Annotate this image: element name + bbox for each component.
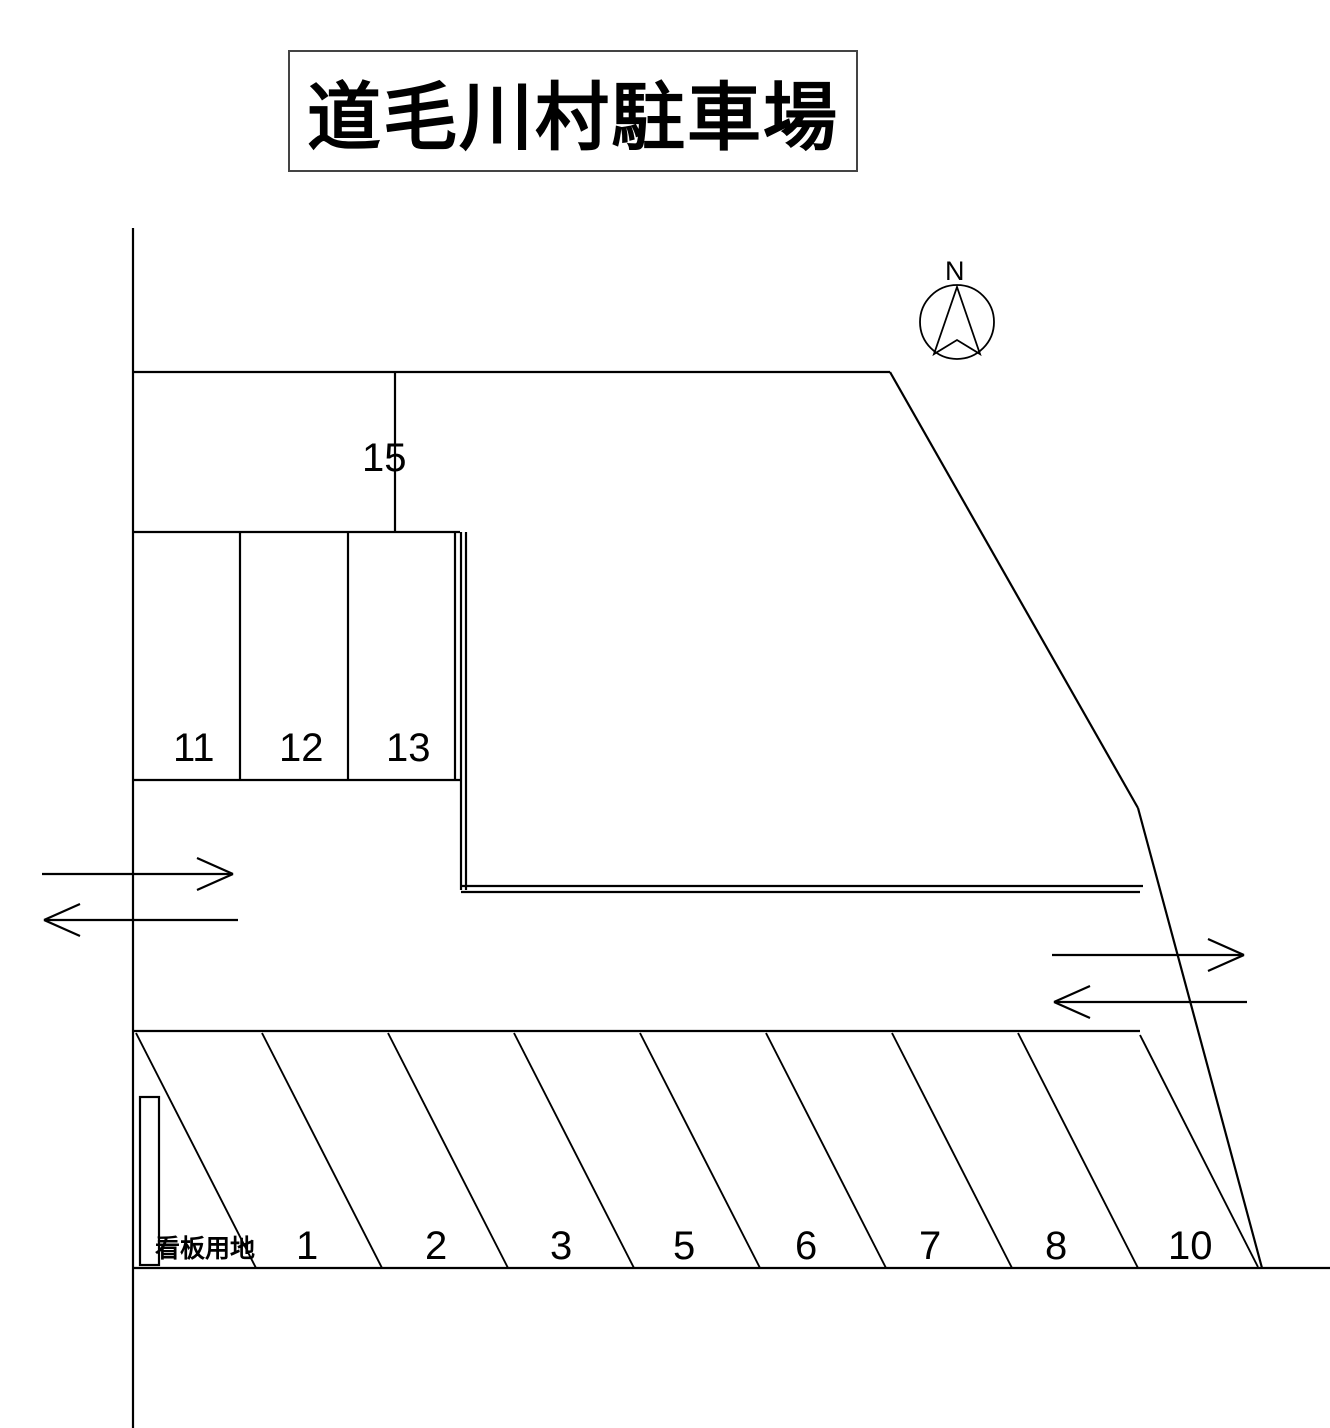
bottom-divider-4 [639,1032,761,1269]
bottom-row-stall-dividers [135,1032,1259,1269]
stall-number-2: 2 [425,1224,448,1268]
traffic-arrow-right-out [1053,984,1247,1020]
north-arrow-icon [919,284,995,360]
stall-number-13: 13 [386,726,431,770]
bottom-divider-5 [765,1032,887,1269]
signboard-land-rect [138,1095,161,1267]
stall-number-10: 10 [1168,1224,1213,1268]
stall-number-6: 6 [795,1224,818,1268]
stall-number-12: 12 [279,726,324,770]
stall-number-15: 15 [362,436,407,480]
right-upper-diagonal-boundary [889,371,1139,809]
stall-number-3: 3 [550,1224,573,1268]
plan-title-box: 道毛川村駐車場 [288,50,858,172]
bottom-divider-7 [1017,1032,1139,1269]
stall-number-1: 1 [296,1224,319,1268]
stall-number-7: 7 [919,1224,942,1268]
bottom-divider-2 [387,1032,509,1269]
stall-number-8: 8 [1045,1224,1068,1268]
traffic-arrow-left-in [42,856,234,892]
page-title: 道毛川村駐車場 [307,74,839,161]
bottom-divider-3 [513,1032,635,1269]
stall-number-5: 5 [673,1224,696,1268]
bottom-divider-8 [1139,1034,1259,1268]
traffic-arrow-left-out [43,902,238,938]
bottom-divider-6 [891,1032,1013,1269]
bottom-divider-0 [135,1032,257,1269]
north-label: N [945,256,965,286]
bottom-divider-1 [261,1032,383,1269]
stall-number-11: 11 [173,726,215,770]
right-lower-diagonal-boundary [1136,807,1264,1269]
signboard-land-label: 看板用地 [155,1234,256,1263]
traffic-arrow-right-in [1052,937,1245,973]
